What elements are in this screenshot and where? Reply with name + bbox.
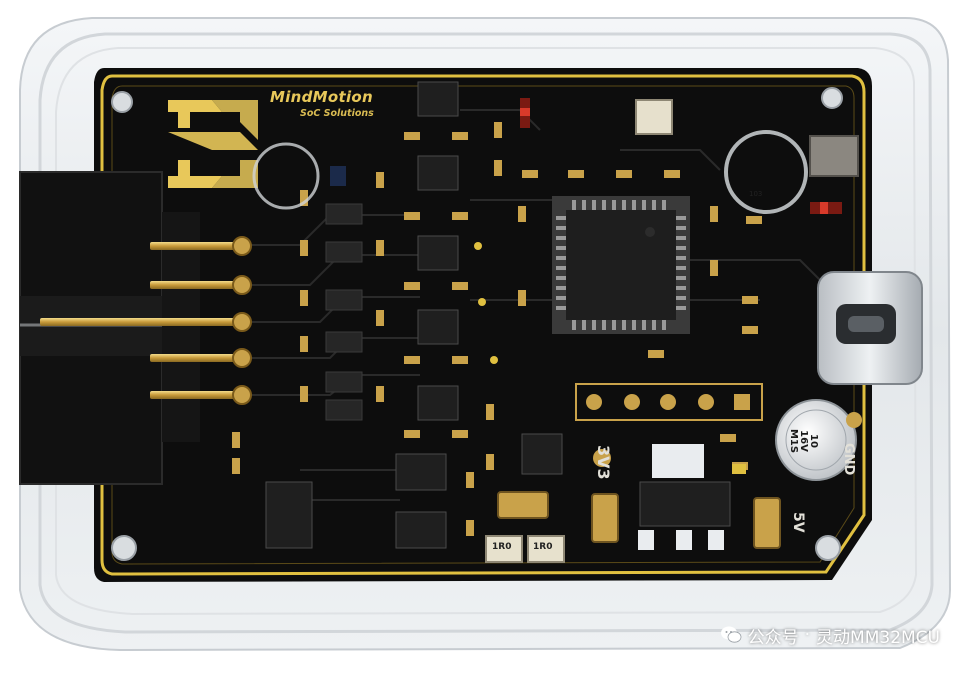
ic [265,481,313,549]
crystals [635,99,859,177]
test-points [474,242,498,364]
mcu-chip [552,196,690,334]
component-blocks [325,203,363,421]
small-ics [265,81,731,549]
watermark-account-type: 公众号 [747,627,799,648]
ic [417,385,459,421]
resistor-marking: 1R0 [492,542,512,552]
component-marking: 103 [749,190,763,198]
mindmotion-logo-icon [168,100,258,188]
diodes [520,98,842,214]
watermark-separator: · [804,625,811,645]
pin-label-gnd: GND [841,443,856,476]
electrolytic-capacitor [775,399,857,481]
voltage-regulator [639,481,731,527]
ic [417,81,459,117]
ic [521,433,563,475]
power-components [485,444,781,563]
header-pin [150,236,252,256]
pin-label-3v3: 3V3 [594,445,613,480]
resistor-marking: 1R0 [533,542,553,552]
ic [417,155,459,191]
brand-tagline: SoC Solutions [300,108,374,119]
led-window [252,142,346,210]
pin-label-5v: 5V [790,512,806,533]
wechat-icon [720,626,742,643]
pin-header-row [575,383,862,467]
watermark-account-name: 灵动MM32MCU [816,627,940,648]
header-pin [150,275,252,295]
ic [395,511,447,549]
light-guide [724,130,808,214]
capacitor-marking: 10 16V M1S [788,428,819,454]
brand-name: MindMotion [270,88,374,106]
header-pins [40,236,252,405]
ic [417,235,459,271]
header-pin [150,348,252,368]
usb-c-port [817,271,923,385]
header-pin [150,385,252,405]
jtag-connector [19,171,200,485]
ic [417,309,459,345]
header-pin [40,312,252,332]
wechat-watermark: 公众号 · 灵动MM32MCU [720,620,940,650]
ic [395,453,447,491]
mounting-posts [111,87,843,561]
